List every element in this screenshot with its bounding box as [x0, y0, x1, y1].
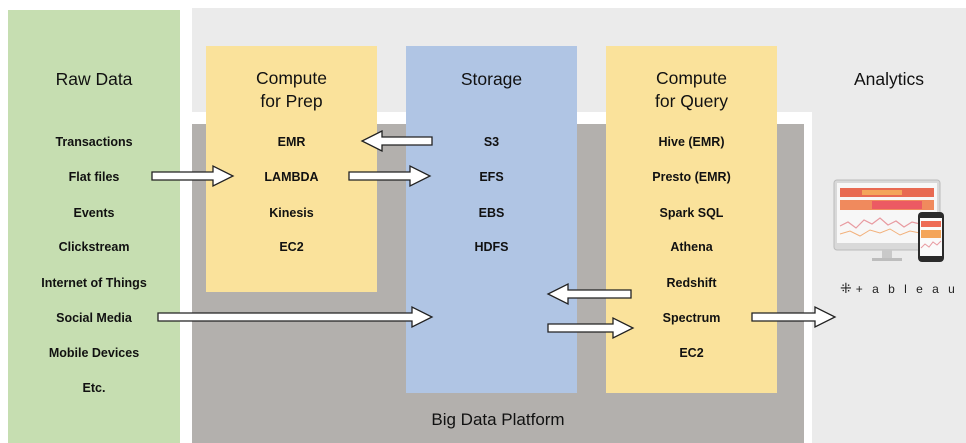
query-item: Presto (EMR) [652, 170, 731, 184]
query-item: Spectrum [662, 311, 721, 325]
query-item: Hive (EMR) [658, 135, 725, 149]
storage-item: S3 [483, 135, 500, 149]
storage-panel [406, 46, 577, 393]
arrow-storage-to-query [547, 316, 635, 340]
storage-item: HDFS [474, 240, 509, 254]
prep-item: LAMBDA [264, 170, 319, 184]
arrow-raw-to-prep [151, 164, 235, 188]
query-item: Redshift [666, 276, 717, 290]
prep-item: EMR [277, 135, 306, 149]
prep-title-line2: for Prep [260, 91, 323, 111]
tableau-logo-text: + a b l e a u [855, 282, 958, 296]
arrow-query-to-storage [546, 282, 632, 306]
dashboard-devices-illustration [833, 179, 944, 262]
prep-item: EC2 [279, 240, 304, 254]
prep-item: Kinesis [269, 206, 314, 220]
raw-item: Transactions [55, 135, 133, 149]
compute-for-prep-panel [206, 46, 377, 292]
separator [804, 112, 812, 443]
big-data-platform-label: Big Data Platform [431, 410, 565, 429]
raw-item: Internet of Things [41, 276, 147, 290]
raw-data-title: Raw Data [55, 69, 133, 89]
query-item: Athena [670, 240, 713, 254]
raw-item: Events [73, 206, 115, 220]
arrow-prep-to-storage [348, 164, 432, 188]
query-title-line2: for Query [655, 91, 728, 111]
raw-item: Etc. [82, 381, 106, 395]
arrow-raw-to-storage [157, 305, 434, 329]
raw-item: Social Media [56, 311, 132, 325]
storage-item: EFS [479, 170, 504, 184]
query-title-line1: Compute [655, 68, 727, 88]
prep-title-line1: Compute [255, 68, 327, 88]
analytics-title: Analytics [853, 69, 925, 89]
tableau-logo: ⁜+ a b l e a u [840, 280, 958, 297]
query-item: Spark SQL [659, 206, 724, 220]
storage-title: Storage [460, 69, 523, 89]
raw-data-panel [8, 10, 180, 443]
arrow-query-to-analytics [751, 305, 837, 329]
raw-item: Mobile Devices [48, 346, 140, 360]
raw-item: Clickstream [58, 240, 130, 254]
storage-item: EBS [478, 206, 505, 220]
separator [180, 0, 192, 443]
tableau-mark-icon: ⁜ [840, 280, 852, 296]
arrow-storage-to-prep [360, 129, 433, 153]
compute-for-query-panel [606, 46, 777, 393]
raw-item: Flat files [68, 170, 120, 184]
query-item: EC2 [679, 346, 704, 360]
